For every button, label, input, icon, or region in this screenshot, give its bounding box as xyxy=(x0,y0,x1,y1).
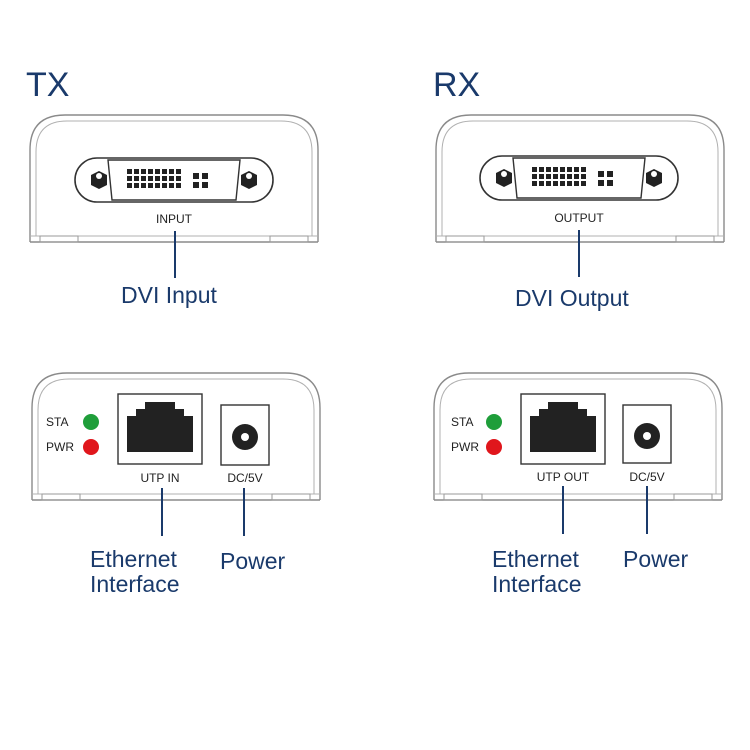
tx-utp-label: UTP IN xyxy=(140,471,180,485)
tx-ethernet-line1: Ethernet xyxy=(90,546,177,572)
tx-dc-label: DC/5V xyxy=(227,471,263,485)
tx-ethernet-callout: Ethernet Interface xyxy=(90,547,180,597)
tx-port-label: INPUT xyxy=(156,212,192,226)
rx-ethernet-line1: Ethernet xyxy=(492,546,579,572)
rx-ethernet-line2: Interface xyxy=(492,571,582,597)
rx-ethernet-callout: Ethernet Interface xyxy=(492,547,582,597)
rx-pwr-label: PWR xyxy=(451,440,479,454)
tx-power-callout: Power xyxy=(220,548,286,574)
tx-pwr-led xyxy=(83,439,99,455)
rx-dvi-port xyxy=(479,155,679,201)
leader-lines xyxy=(161,230,648,536)
rx-dvi-callout: DVI Output xyxy=(515,285,629,311)
rx-power-callout: Power xyxy=(623,546,689,572)
rx-port-label: OUTPUT xyxy=(554,211,604,225)
tx-sta-led xyxy=(83,414,99,430)
tx-dvi-callout: DVI Input xyxy=(121,282,217,308)
rx-utp-label: UTP OUT xyxy=(536,470,590,484)
rx-dc-label: DC/5V xyxy=(629,470,665,484)
tx-pwr-label: PWR xyxy=(46,440,74,454)
rx-title: RX xyxy=(433,66,481,104)
rx-pwr-led xyxy=(486,439,502,455)
rx-sta-label: STA xyxy=(451,415,474,429)
tx-sta-label: STA xyxy=(46,415,69,429)
tx-ethernet-line2: Interface xyxy=(90,571,180,597)
tx-rj45-port xyxy=(117,393,203,465)
tx-dc-jack xyxy=(220,404,270,466)
tx-title: TX xyxy=(26,66,70,104)
rx-sta-led xyxy=(486,414,502,430)
rx-rj45-port xyxy=(520,393,606,465)
tx-dvi-port xyxy=(74,157,274,203)
rx-dc-jack xyxy=(622,404,672,464)
